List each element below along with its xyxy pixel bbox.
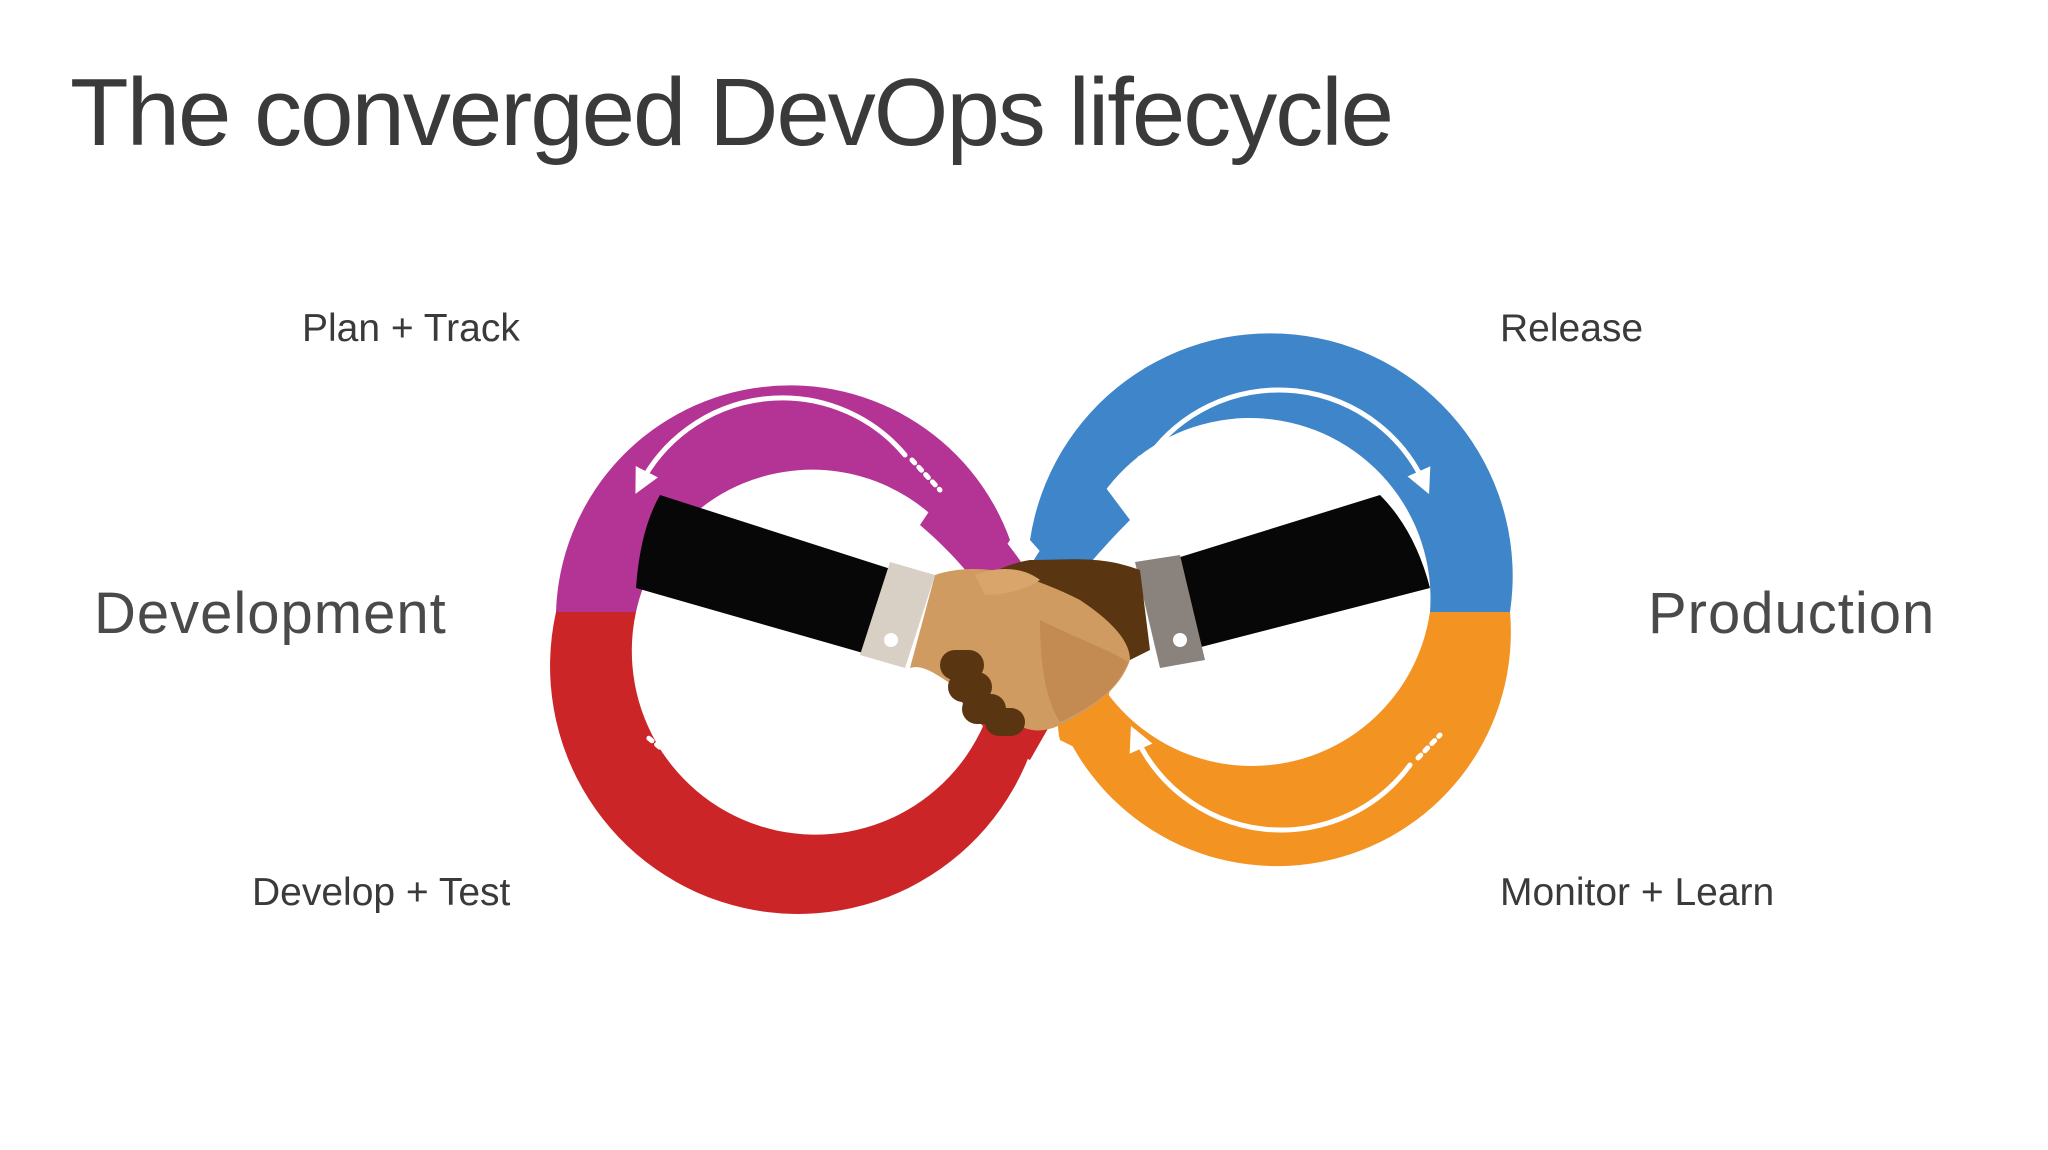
right-cuff [1135, 555, 1205, 668]
right-sleeve [1145, 495, 1430, 655]
dark-fingers [940, 650, 1025, 736]
page-title: The converged DevOps lifecycle [70, 59, 1394, 166]
monitor-learn-segment [1060, 612, 1511, 867]
left-sleeve [636, 495, 900, 655]
cycle-arrow-icon [635, 387, 1443, 833]
develop-test-segment [550, 612, 1040, 914]
release-segment [1030, 333, 1513, 612]
left-cuff [860, 562, 935, 668]
handshake-icon [636, 495, 1430, 736]
stage-label-develop-test: Develop + Test [252, 871, 511, 914]
stage-label-monitor-learn: Monitor + Learn [1500, 871, 1775, 914]
stage-label-release: Release [1500, 307, 1644, 350]
side-label-development: Development [94, 581, 447, 646]
side-label-production: Production [1648, 581, 1936, 646]
light-hand-shadow [1040, 620, 1128, 722]
stage-label-plan-track: Plan + Track [302, 307, 520, 350]
light-thumb [975, 568, 1040, 595]
